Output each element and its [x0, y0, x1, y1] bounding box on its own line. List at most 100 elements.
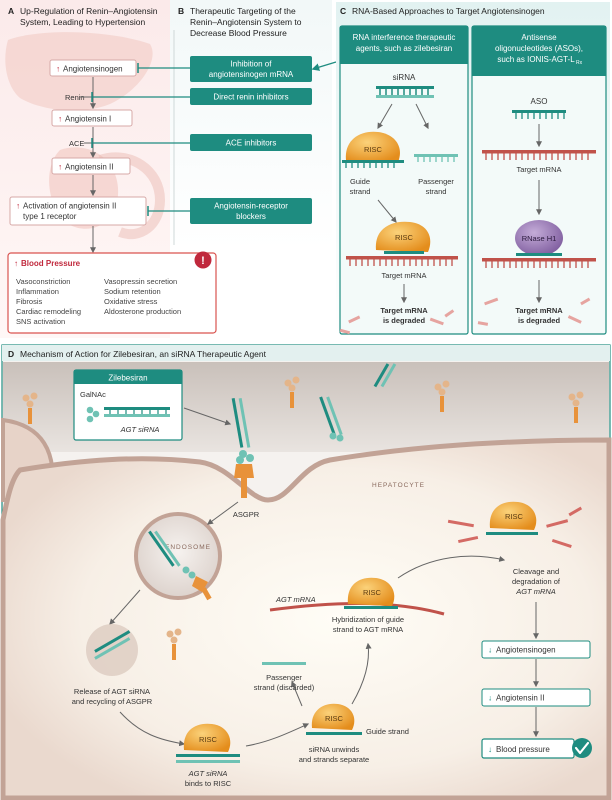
risc-cleavage: [489, 501, 537, 530]
aso-degraded-line1: Target mRNA: [515, 306, 563, 315]
down-arrow-icon: ↓: [488, 745, 492, 754]
up-arrow-icon: ↑: [58, 163, 62, 172]
zilebesiran-title: Zilebesiran: [108, 374, 147, 383]
angiotensin2-label: Angiotensin II: [65, 163, 113, 172]
guide-strand-line2: strand: [350, 187, 371, 196]
angiotensinogen-label: Angiotensinogen: [63, 65, 123, 74]
angiotensin2-box: [51, 157, 131, 175]
release-line1: Release of AGT siRNA: [74, 687, 150, 696]
sirna-duplex: [376, 86, 434, 98]
risc-hybridization: [347, 577, 395, 606]
panel-c-title: RNA-Based Approaches to Target Angiotens…: [352, 6, 545, 16]
bp-effect: Cardiac remodeling: [16, 307, 81, 316]
recycled-asgpr: [166, 628, 182, 660]
released-sirna: [94, 630, 131, 660]
panel-a-title-line2: System, Leading to Hypertension: [20, 17, 145, 27]
risc-label: RISC: [199, 735, 218, 744]
asgpr-label: ASGPR: [233, 510, 260, 519]
aso-strand: [512, 110, 566, 113]
guide-strand-line1: Guide: [350, 177, 370, 186]
unwinds-line2: and strands separate: [299, 755, 369, 764]
cleave-line2: degradation of: [512, 577, 561, 586]
activation-label-line2: type 1 receptor: [23, 212, 77, 221]
panel-b-title-line1: Therapeutic Targeting of the: [190, 6, 296, 16]
panel-c: C RNA-Based Approaches to Target Angiote…: [336, 2, 610, 338]
up-arrow-icon: ↑: [14, 259, 18, 268]
panel-b-title-line2: Renin–Angiotensin System to: [190, 17, 302, 27]
panel-c-letter: C: [340, 6, 346, 16]
extracellular-sirna: [319, 363, 397, 442]
panel-d-letter: D: [8, 349, 14, 359]
bp-effect: Sodium retention: [104, 287, 161, 296]
blood-pressure-outcome-label: Blood pressure: [496, 745, 550, 754]
hepatocyte-label: HEPATOCYTE: [372, 482, 425, 489]
inhibition-mrna-box: [190, 56, 312, 82]
inhibition-label-line1: Inhibition of: [231, 60, 273, 69]
rnai-title-line1: RNA interference therapeutic: [353, 33, 456, 42]
passenger-strand-line1: Passenger: [418, 177, 454, 186]
renin-inhibitors-label: Direct renin inhibitors: [213, 93, 288, 102]
panel-d: D Mechanism of Action for Zilebesiran, a…: [0, 344, 612, 800]
agt-sirna-label: AGT siRNA: [120, 425, 160, 434]
bp-effect: Inflammation: [16, 287, 59, 296]
rnai-title-line2: agents, such as zilebesiran: [356, 44, 453, 53]
bp-effect: Vasoconstriction: [16, 277, 70, 286]
bp-title: Blood Pressure: [21, 259, 81, 268]
angiotensinogen-outcome-box: [481, 640, 591, 659]
down-arrow-icon: ↓: [488, 646, 492, 655]
aso-title-line2: oligonucleotides (ASOs),: [495, 44, 583, 53]
aso-title-subscript: Rx: [576, 60, 583, 66]
endosome-contents: [148, 530, 212, 601]
angiotensinogen-box: [49, 59, 137, 77]
bp-effect: Oxidative stress: [104, 297, 158, 306]
alert-symbol: !: [201, 255, 205, 267]
risc-label: RISC: [364, 145, 383, 154]
endosome-label: ENDOSOME: [165, 544, 211, 551]
hybrid-line1: Hybridization of guide: [332, 615, 404, 624]
renin-label: Renin: [65, 93, 85, 102]
activation-box: [9, 196, 147, 226]
risc-label: RISC: [505, 512, 524, 521]
angiotensin1-box: [51, 109, 133, 127]
endosome: [134, 512, 222, 600]
up-arrow-icon: ↑: [56, 65, 60, 74]
blood-pressure-box: [7, 252, 217, 334]
degraded-line1: Target mRNA: [380, 306, 428, 315]
aso-title-line1: Antisense: [521, 33, 557, 42]
sirna-label: siRNA: [393, 73, 416, 82]
aso-label: ASO: [531, 97, 548, 106]
risc-binding: [183, 723, 231, 752]
guide-strand-label: Guide strand: [366, 727, 409, 736]
mrna-fragments: [339, 309, 455, 335]
bp-effect: Aldosterone production: [104, 307, 181, 316]
passenger-strand-line2: strand: [426, 187, 447, 196]
passenger-strand-discarded: [262, 662, 306, 665]
arb-label-line1: Angiotensin-receptor: [214, 202, 288, 211]
binds-line1: AGT siRNA: [188, 769, 228, 778]
rnase-label: RNase H1: [522, 234, 557, 243]
ace-inhibitors-label: ACE inhibitors: [226, 139, 277, 148]
down-arrow-icon: ↓: [488, 694, 492, 703]
passenger-line2: strand (discarded): [254, 683, 315, 692]
release-line2: and recycling of ASGPR: [72, 697, 153, 706]
degraded-line2: is degraded: [383, 316, 426, 325]
passenger-line1: Passenger: [266, 673, 302, 682]
agt-mrna-label: AGT mRNA: [275, 595, 316, 604]
panel-a-title-line1: Up-Regulation of Renin–Angiotensin: [20, 6, 158, 16]
panel-d-title: Mechanism of Action for Zilebesiran, an …: [20, 349, 267, 359]
angiotensin1-label: Angiotensin I: [65, 115, 111, 124]
angiotensin2-outcome-label: Angiotensin II: [496, 694, 544, 703]
cleave-line3: AGT mRNA: [515, 587, 556, 596]
cleaved-mrna-fragments: [447, 506, 583, 548]
binds-line2: binds to RISC: [185, 779, 232, 788]
ace-label: ACE: [69, 139, 84, 148]
up-arrow-icon: ↑: [58, 115, 62, 124]
activation-label-line1: Activation of angiotensin II: [23, 202, 116, 211]
rnase-h1-enzyme: [515, 220, 563, 256]
arb-box: [190, 198, 312, 224]
target-mrna-label: Target mRNA: [381, 271, 426, 280]
hybrid-line2: strand to AGT mRNA: [333, 625, 403, 634]
cleave-line1: Cleavage and: [513, 567, 559, 576]
panel-a: A Up-Regulation of Renin–Angiotensin Sys…: [0, 0, 217, 338]
